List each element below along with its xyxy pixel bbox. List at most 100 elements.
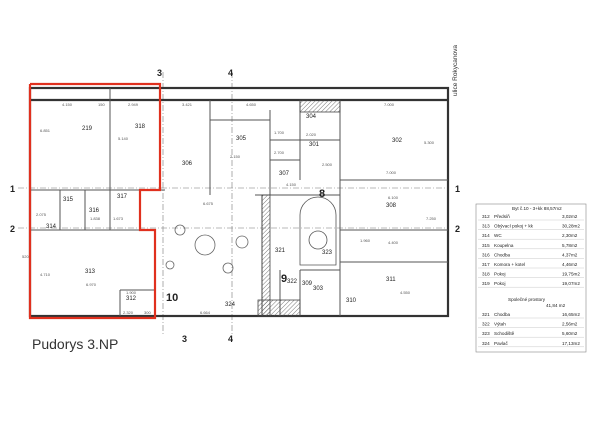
svg-text:6.664: 6.664 [200, 310, 211, 315]
room-label: 303 [313, 286, 324, 292]
svg-text:1.960: 1.960 [360, 238, 371, 243]
svg-text:1.900: 1.900 [126, 290, 137, 295]
zone-number: 8 [319, 188, 325, 200]
table-header: Byt č.10 - 3+kk 88,57m2 [512, 206, 562, 211]
table-cell-no: 314 [482, 233, 490, 238]
room-label: 316 [89, 208, 100, 214]
room-label: 301 [309, 142, 320, 148]
room-label: 323 [322, 250, 333, 256]
room-label: 314 [46, 224, 57, 230]
room-label: 312 [126, 296, 137, 302]
table-cell-no: 316 [482, 252, 490, 257]
room-label: 219 [82, 126, 93, 132]
table-cell-name: Předsíň [494, 214, 510, 219]
room-label: 310 [346, 298, 357, 304]
common-header: Společné prostory [508, 297, 546, 302]
floor-plan-title: Pudorys 3.NP [32, 336, 119, 352]
svg-text:2.500: 2.500 [322, 162, 333, 167]
room-label: 321 [275, 248, 286, 254]
svg-text:6.675: 6.675 [203, 201, 214, 206]
section-marker: 1 [455, 184, 460, 194]
area-table: Byt č.10 - 3+kk 88,57m2 312 Předsíň 3,02m2… [475, 203, 587, 353]
zone-numbers: 8 9 10 [166, 188, 325, 304]
room-label: 304 [306, 114, 317, 120]
svg-text:6.851: 6.851 [40, 128, 51, 133]
room-label: 305 [236, 136, 247, 142]
svg-text:7.250: 7.250 [426, 216, 437, 221]
table-cell-name: Chodba [494, 312, 511, 317]
table-cell-no: 321 [482, 312, 490, 317]
svg-text:1.673: 1.673 [113, 216, 124, 221]
table-cell-area: 4,37m2 [562, 252, 578, 257]
svg-text:2.020: 2.020 [306, 132, 317, 137]
svg-text:4.150: 4.150 [286, 182, 297, 187]
section-marker: 4 [228, 334, 233, 344]
room-label: 317 [117, 194, 128, 200]
table-cell-area: 30,28m2 [562, 224, 580, 229]
svg-text:4.400: 4.400 [388, 240, 399, 245]
section-lines [18, 72, 448, 336]
table-cell-name: Obývací pokoj + kk [494, 224, 534, 229]
table-cell-no: 315 [482, 243, 490, 248]
svg-text:2.075: 2.075 [36, 212, 47, 217]
room-label: 306 [182, 161, 193, 167]
table-cell-area: 19,75m2 [562, 272, 580, 277]
svg-text:520: 520 [22, 254, 29, 259]
zone-number: 10 [166, 292, 178, 304]
room-label: 302 [392, 138, 403, 144]
table-cell-name: Koupelna [494, 243, 514, 248]
staircase [299, 196, 337, 266]
svg-text:4.650: 4.650 [246, 102, 257, 107]
room-label: 307 [279, 171, 290, 177]
table-cell-name: Komora + kotel [494, 262, 525, 267]
table-cell-name: Schodiště [494, 331, 515, 336]
table-cell-no: 317 [482, 262, 490, 267]
table-cell-area: 3,02m2 [562, 214, 578, 219]
svg-text:2.150: 2.150 [230, 154, 241, 159]
svg-text:5.140: 5.140 [118, 136, 129, 141]
table-cell-name: Pokoj [494, 281, 506, 286]
svg-text:2.949: 2.949 [128, 102, 139, 107]
table-cell-area: 5,60m2 [562, 331, 578, 336]
svg-text:1.700: 1.700 [274, 130, 285, 135]
dimension-labels: 4.150 150 2.949 3.421 4.650 7.000 5.140 … [22, 102, 437, 315]
room-label: 315 [63, 197, 74, 203]
svg-text:7.000: 7.000 [386, 170, 397, 175]
apartment-highlight [28, 82, 162, 320]
svg-text:3.421: 3.421 [182, 102, 193, 107]
svg-text:150: 150 [98, 102, 105, 107]
room-label: 318 [135, 124, 146, 130]
section-marker: 2 [10, 224, 15, 234]
svg-text:300: 300 [144, 310, 151, 315]
svg-text:4.710: 4.710 [40, 272, 51, 277]
table-cell-no: 319 [482, 281, 490, 286]
svg-text:6.970: 6.970 [86, 282, 97, 287]
section-markers: 1 1 2 2 3 3 4 4 [10, 68, 460, 344]
zone-number: 9 [281, 273, 287, 285]
room-label: 324 [225, 302, 236, 308]
svg-text:4.150: 4.150 [62, 102, 73, 107]
common-total: 41,84 m2 [546, 303, 566, 308]
section-marker: 1 [10, 184, 15, 194]
table-cell-area: 17,13m2 [562, 341, 580, 346]
table-cell-name: Pokoj [494, 272, 506, 277]
table-cell-area: 4,46m2 [562, 262, 578, 267]
svg-text:1.838: 1.838 [90, 216, 101, 221]
room-label: 322 [287, 279, 298, 285]
section-marker: 3 [157, 68, 162, 78]
table-cell-area: 16,65m2 [562, 312, 580, 317]
table-cell-no: 323 [482, 331, 490, 336]
section-marker: 2 [455, 224, 460, 234]
table-cell-area: 2,30m2 [562, 233, 578, 238]
table-cell-no: 313 [482, 224, 490, 229]
room-label: 309 [302, 281, 313, 287]
room-label: 311 [386, 277, 396, 283]
room-numbers: 219 318 306 305 304 301 302 307 315 316 … [46, 114, 403, 308]
section-marker: 4 [228, 68, 233, 78]
table-cell-name: WC [494, 233, 502, 238]
table-cell-no: 318 [482, 272, 490, 277]
table-cell-name: Pavlač [494, 341, 508, 346]
table-cell-no: 312 [482, 214, 490, 219]
structural-hatch [257, 99, 341, 317]
